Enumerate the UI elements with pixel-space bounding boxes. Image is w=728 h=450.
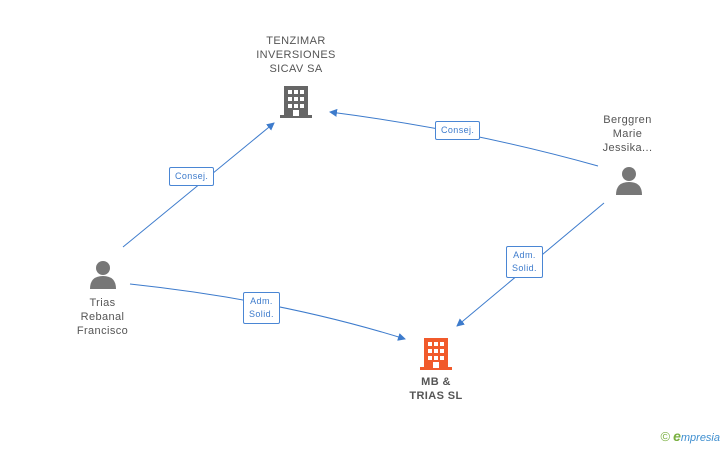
person-icon[interactable]	[88, 260, 118, 290]
edge-label-line: Adm.	[513, 250, 536, 260]
node-label-line: Marie	[612, 128, 643, 140]
node-label-line: TENZIMAR	[266, 35, 326, 47]
edge-label-berggren-tenzimar: Consej.	[435, 121, 481, 140]
edge-label-line: Solid.	[249, 309, 274, 319]
node-label-line: Francisco	[76, 325, 129, 337]
brand-name: mpresia	[680, 432, 720, 444]
node-label-line: SICAV SA	[269, 63, 323, 75]
node-label-tenzimar[interactable]: TENZIMAR INVERSIONES SICAV SA	[246, 34, 346, 76]
node-label-line: MB &	[421, 376, 451, 388]
brand-logo: © empresia	[660, 428, 720, 444]
brand-initial: e	[673, 428, 681, 444]
copyright-icon: ©	[660, 428, 671, 444]
node-label-line: Berggren	[603, 114, 652, 126]
node-label-trias[interactable]: Trias Rebanal Francisco	[55, 296, 150, 338]
person-icon[interactable]	[614, 166, 644, 196]
node-label-line: TRIAS SL	[409, 390, 463, 402]
edge-label-line: Consej.	[441, 125, 475, 135]
edge-label-trias-tenzimar: Consej.	[169, 167, 215, 186]
edge-label-trias-mbtrias: Adm. Solid.	[243, 292, 280, 324]
node-label-line: Trias	[89, 297, 116, 309]
edge-label-line: Adm.	[250, 296, 273, 306]
building-icon[interactable]	[420, 336, 452, 370]
node-label-line: INVERSIONES	[256, 49, 336, 61]
node-label-berggren[interactable]: Berggren Marie Jessika...	[580, 113, 675, 155]
node-label-line: Jessika...	[602, 142, 653, 154]
edge-label-line: Consej.	[175, 171, 209, 181]
node-label-mbtrias[interactable]: MB & TRIAS SL	[386, 375, 486, 403]
node-label-line: Rebanal	[80, 311, 125, 323]
edge-label-berggren-mbtrias: Adm. Solid.	[506, 246, 543, 278]
building-icon[interactable]	[280, 84, 312, 118]
edge-label-line: Solid.	[512, 263, 537, 273]
